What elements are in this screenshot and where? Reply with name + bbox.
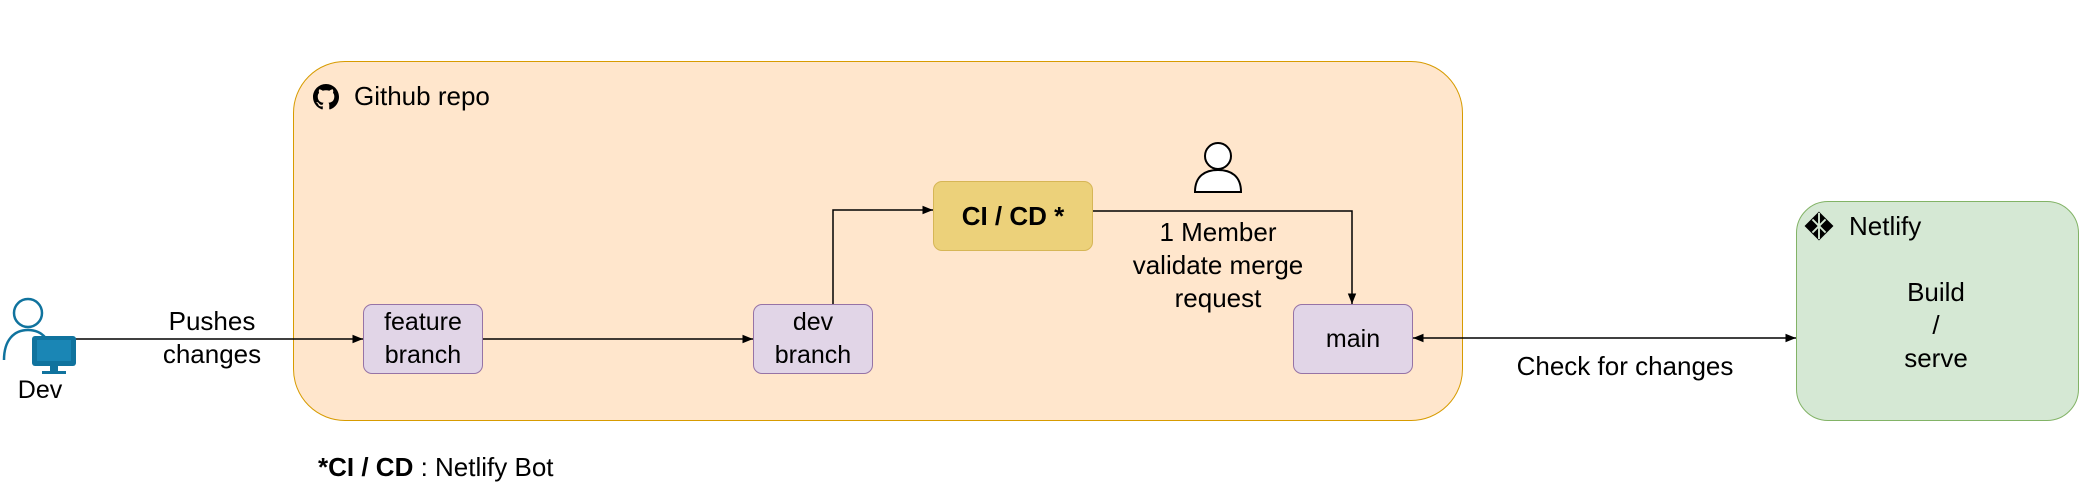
user-icon	[1193, 142, 1243, 193]
footnote-text: : Netlify Bot	[413, 452, 554, 482]
edge-cicd-to-main	[1093, 210, 1357, 304]
check-for-changes-label: Check for changes	[1516, 351, 1734, 381]
footnote-bold: *CI / CD	[318, 452, 414, 482]
main-branch-node: main	[1293, 304, 1413, 374]
developer-icon	[2, 297, 76, 374]
netlify-icon	[1804, 211, 1834, 241]
github-repo-title: Github repo	[354, 81, 490, 111]
dev-label: Dev	[17, 376, 63, 404]
cicd-node: CI / CD *	[933, 181, 1093, 251]
github-icon	[313, 84, 339, 110]
netlify-container	[1796, 201, 2079, 421]
github-repo-container	[293, 61, 1463, 421]
dev-branch-node: dev branch	[753, 304, 873, 374]
netlify-title: Netlify	[1849, 211, 1922, 241]
feature-branch-node: feature branch	[363, 304, 483, 374]
pushes-changes-label: Pushes changes	[162, 306, 262, 369]
member-validate-label: 1 Member validate merge request	[1132, 217, 1304, 313]
netlify-build-serve-text: Build / serve	[1904, 277, 1968, 373]
footnote: *CI / CD : Netlify Bot	[318, 451, 554, 484]
edge-dev-to-cicd	[832, 205, 933, 304]
